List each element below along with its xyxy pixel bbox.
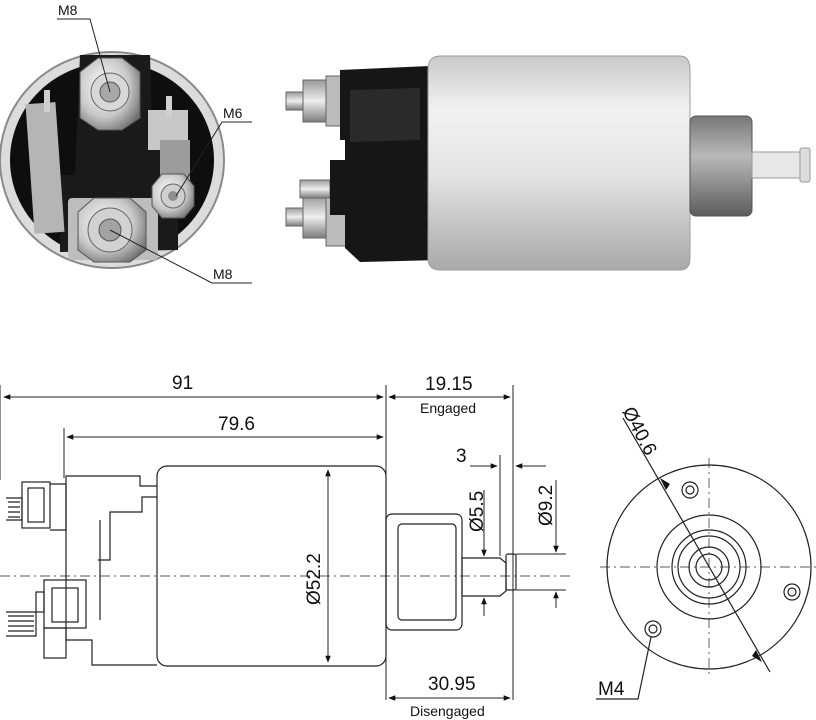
- engaged-caption: Engaged: [420, 400, 476, 416]
- disengaged-caption: Disengaged: [410, 703, 485, 719]
- rear-view-drawing: [596, 417, 816, 700]
- plunger-tip-diameter-label: Ø9.2: [536, 485, 557, 526]
- tip-length-label: 3: [456, 446, 467, 467]
- side-view-photo: [285, 55, 811, 271]
- face-small-thread-label: M6: [223, 105, 243, 121]
- bolt-circle-arrow-b: [752, 650, 762, 662]
- engaged-travel-label: 19.15: [425, 374, 473, 395]
- body-diameter-label: Ø52.2: [304, 553, 325, 605]
- face-leaders: [57, 18, 252, 284]
- disengaged-travel-label: 30.95: [428, 674, 476, 695]
- overall-length-label: 91: [172, 373, 193, 394]
- rear-hole-thread-label: M4: [598, 679, 625, 700]
- body-length-label: 79.6: [218, 414, 255, 435]
- side-dimension-lines: [0, 385, 566, 701]
- bolt-circle-arrow-a: [660, 478, 670, 490]
- end-face-photo: [0, 51, 225, 269]
- bolt-circle-diameter-label: Ø40.6: [618, 403, 661, 459]
- face-bottom-thread-label: M8: [213, 266, 233, 282]
- plunger-diameter-label: Ø5.5: [467, 491, 488, 532]
- face-top-thread-label: M8: [58, 2, 78, 18]
